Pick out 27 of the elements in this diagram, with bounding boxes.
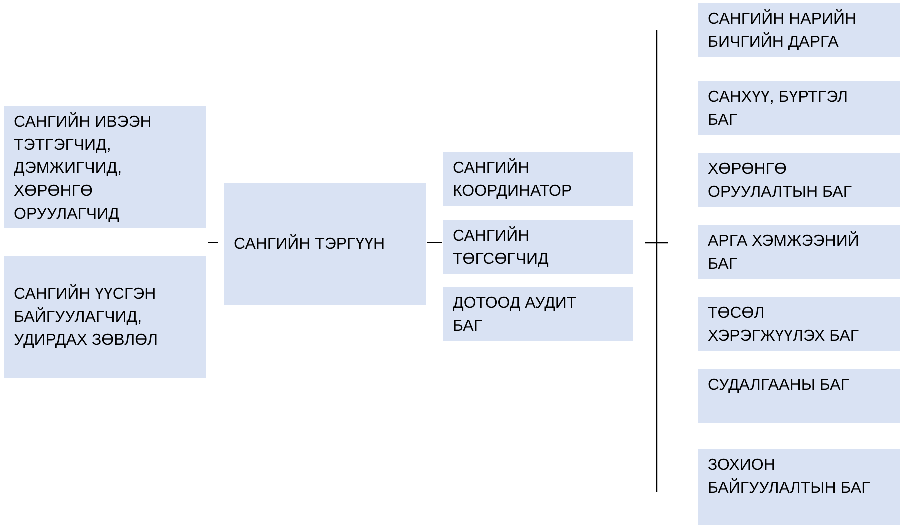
- org-box: [443, 220, 633, 274]
- org-box: [224, 183, 426, 305]
- org-box: [698, 449, 900, 525]
- org-box: [698, 297, 900, 351]
- org-box: [698, 225, 900, 279]
- box-label: САНГИЙН НАРИЙН БИЧГИЙН ДАРГА: [708, 8, 858, 53]
- box-label: САНХҮҮ, БҮРТГЭЛ БАГ: [708, 88, 850, 131]
- box-label: САНГИЙН ТӨГСӨГЧИД: [453, 226, 550, 270]
- box-label: ЗОХИОН БАЙГУУЛАЛТЫН БАГ: [708, 456, 872, 499]
- box-label: САНГИЙН ТЭРГҮҮН: [234, 234, 386, 254]
- box-label: САНГИЙН ИВЭЭН ТЭТГЭГЧИД, ДЭМЖИГЧИД, ХӨРӨНГӨ ОРУУЛАГЧИД: [14, 112, 153, 225]
- org-box: [4, 256, 206, 378]
- org-box: [698, 153, 900, 207]
- box-label: АРГА ХЭМЖЭЭНИЙ БАГ: [708, 230, 860, 275]
- box-label: ХӨРӨНГӨ ОРУУЛАЛТЫН БАГ: [708, 160, 854, 203]
- org-box: [698, 3, 900, 57]
- box-label: САНГИЙН КООРДИНАТОР: [453, 158, 574, 202]
- box-label: САНГИЙН ҮҮСГЭН БАЙГУУЛАГЧИД, УДИРДАХ ЗӨВЛӨЛ: [14, 284, 160, 350]
- org-box: [443, 287, 633, 341]
- org-box: [698, 369, 900, 423]
- box-label: СУДАЛГААНЫ БАГ: [708, 376, 850, 396]
- connector-line: [426, 242, 442, 244]
- org-box: [698, 81, 900, 135]
- box-label: ДОТООД АУДИТ БАГ: [453, 294, 578, 337]
- box-label: ТӨСӨЛ ХЭРЭГЖҮҮЛЭХ БАГ: [708, 304, 860, 347]
- org-box: [4, 106, 206, 228]
- org-box: [443, 152, 633, 206]
